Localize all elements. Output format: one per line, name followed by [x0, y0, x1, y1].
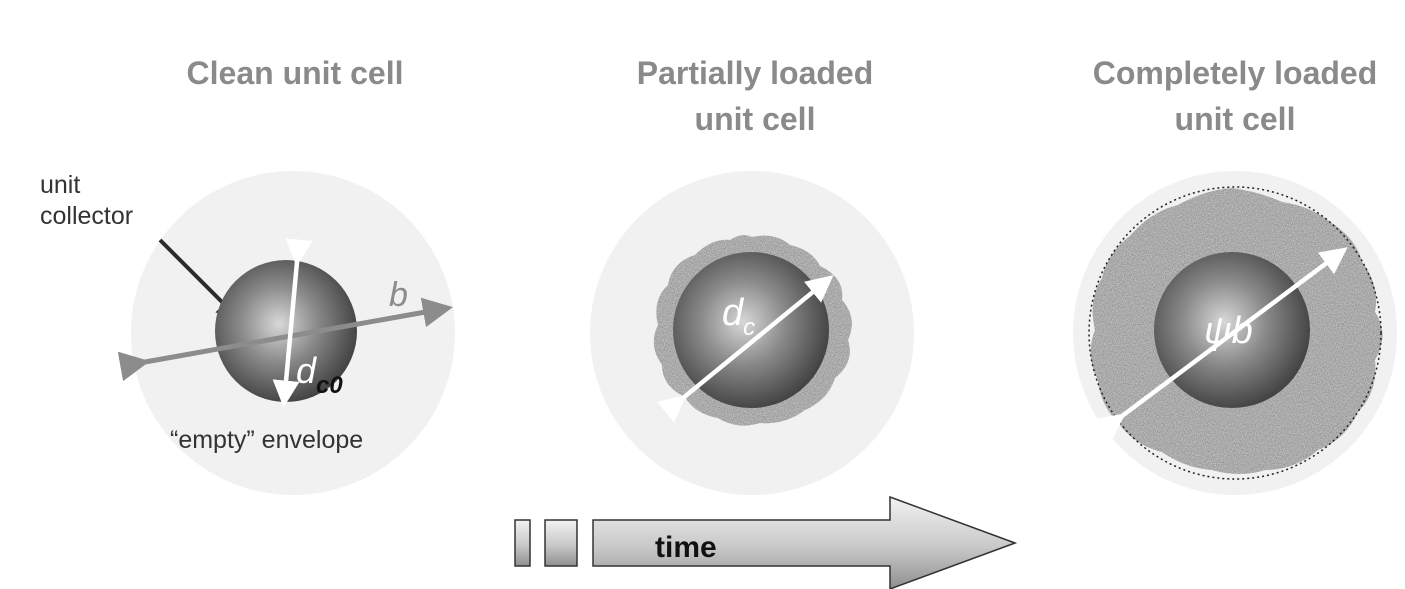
- clean-cell-title-text: Clean unit cell: [186, 55, 404, 91]
- dc-diameter-arrow: [657, 275, 834, 423]
- dc0-label: dc0: [296, 350, 343, 399]
- complete-cell-title-line1: Completely loaded: [1092, 55, 1378, 91]
- complete-cell-title-line2: unit cell: [1174, 101, 1296, 137]
- clean-cell-title: Clean unit cell: [110, 50, 480, 96]
- partial-cell-title: Partially loaded unit cell: [570, 50, 940, 142]
- time-label-text: time: [655, 531, 717, 564]
- dc-label: dc: [722, 292, 755, 341]
- unit-label: unit: [40, 171, 81, 199]
- time-arrow: [592, 495, 1018, 589]
- time-segment-2: [544, 519, 578, 567]
- time-segment-1: [514, 519, 531, 567]
- dc0-diameter-arrow: [272, 238, 313, 408]
- dc-label-main: d: [722, 292, 745, 334]
- empty-envelope-label: “empty” envelope: [170, 426, 364, 454]
- b-label-text: b: [389, 276, 408, 314]
- dc-label-sub: c: [743, 314, 755, 341]
- complete-envelope-boundary: [1088, 186, 1382, 480]
- dc0-label-sub: c0: [316, 372, 343, 399]
- partial-cell-title-line2: unit cell: [694, 101, 816, 137]
- complete-cell-title: Completely loaded unit cell: [1050, 50, 1405, 142]
- psib-diameter-arrow: [1095, 247, 1348, 441]
- time-label: time: [655, 531, 717, 564]
- dc0-label-main: d: [296, 350, 317, 391]
- b-label: b: [389, 276, 408, 314]
- psib-label-text: ψb: [1204, 310, 1253, 352]
- psib-label: ψb: [1204, 310, 1253, 352]
- partial-cell-title-line1: Partially loaded: [636, 55, 874, 91]
- collector-label: collector: [40, 202, 134, 230]
